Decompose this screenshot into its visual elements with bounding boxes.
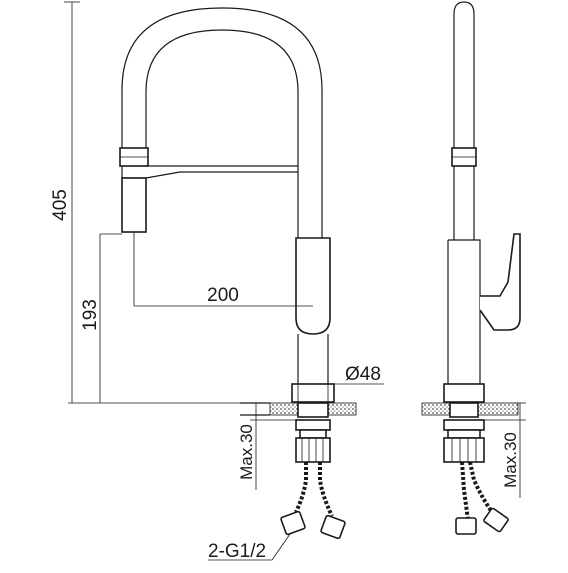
dim-spout-reach: 200 [207, 285, 239, 306]
side-hose-fitting-left [455, 517, 477, 535]
dim-body-diameter: Ø48 [345, 364, 381, 385]
front-dimensions: 405 193 200 Ø48 Max.30 2-G1/2 [50, 1, 384, 562]
front-upper-column [297, 170, 323, 238]
front-hose-left [294, 462, 308, 513]
dim-total-height: 405 [50, 189, 71, 221]
side-hose-fitting-right [483, 507, 509, 533]
side-nut [443, 437, 485, 463]
side-view [421, 1, 521, 535]
front-gooseneck-inner [145, 29, 299, 170]
front-nut-top [295, 419, 331, 431]
side-dimensions: Max.30 [484, 402, 526, 498]
front-holder-arm [121, 166, 298, 179]
front-main-body [295, 237, 331, 335]
side-body [447, 239, 481, 384]
dim-connection: 2-G1/2 [208, 541, 266, 562]
front-view [119, 7, 357, 540]
dim-spout-height: 193 [80, 299, 101, 331]
side-hose-left [460, 461, 470, 521]
dim-max-counter-front: Max.30 [237, 424, 256, 480]
side-base-flange [443, 383, 485, 403]
side-lever-handle [479, 233, 521, 331]
front-mount-shank [297, 402, 329, 418]
side-hose-right [468, 461, 494, 514]
front-nut [295, 437, 331, 463]
front-hose-right [318, 462, 334, 517]
front-hose-fitting-left [280, 510, 306, 536]
dim-max-counter-side: Max.30 [501, 432, 520, 488]
front-gooseneck-outer [121, 7, 323, 170]
front-hose-fitting-right [320, 514, 346, 540]
front-spray-head [121, 177, 147, 233]
side-nut-top [443, 419, 485, 431]
side-spout-tube [453, 1, 475, 148]
front-lower-stem [297, 334, 329, 384]
side-upper-column [453, 166, 475, 240]
front-base-flange [291, 383, 335, 403]
